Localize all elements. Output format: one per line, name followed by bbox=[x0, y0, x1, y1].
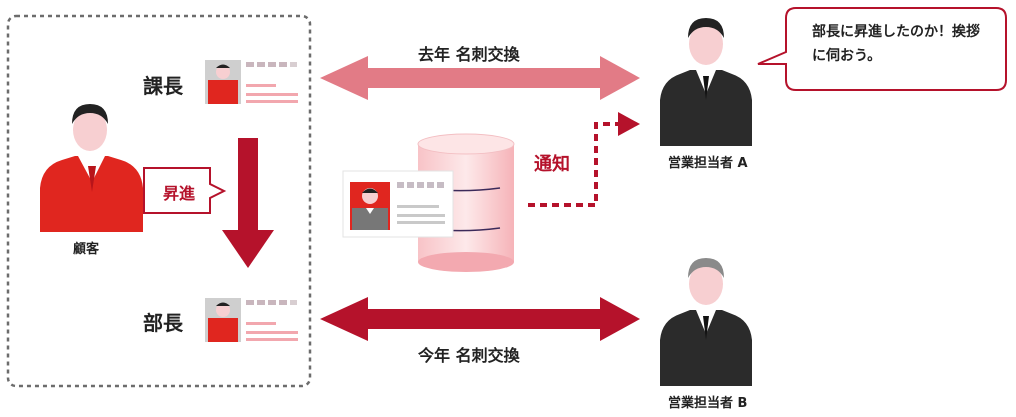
exchange-arrow-this-year bbox=[320, 297, 640, 341]
sales-rep-a-label: 営業担当者 A bbox=[668, 156, 748, 171]
customer-group-box bbox=[6, 14, 312, 388]
customer-label: 顧客 bbox=[73, 242, 100, 257]
last-year-exchange-label: 去年 名刺交換 bbox=[418, 45, 520, 64]
position-before-label: 課長 bbox=[143, 74, 183, 98]
notification-label: 通知 bbox=[534, 154, 570, 175]
business-card-after bbox=[205, 298, 298, 342]
business-card-before bbox=[205, 60, 298, 104]
promotion-label: 昇進 bbox=[163, 184, 196, 203]
notification-arrow bbox=[528, 112, 640, 207]
speech-bubble-text: 部長に昇進したのか！挨拶に伺おう。 bbox=[812, 24, 980, 64]
business-card-record bbox=[342, 170, 454, 238]
sales-rep-b-label: 営業担当者 B bbox=[668, 396, 748, 411]
promotion-callout bbox=[143, 167, 227, 214]
promotion-arrow bbox=[222, 138, 274, 268]
position-after-label: 部長 bbox=[143, 311, 183, 335]
this-year-exchange-label: 今年 名刺交換 bbox=[418, 346, 520, 365]
speech-bubble bbox=[757, 7, 1007, 91]
customer-avatar bbox=[40, 104, 143, 232]
sales-rep-a-avatar bbox=[660, 18, 752, 146]
sales-rep-b-avatar bbox=[660, 258, 752, 386]
exchange-arrow-last-year bbox=[320, 56, 640, 100]
